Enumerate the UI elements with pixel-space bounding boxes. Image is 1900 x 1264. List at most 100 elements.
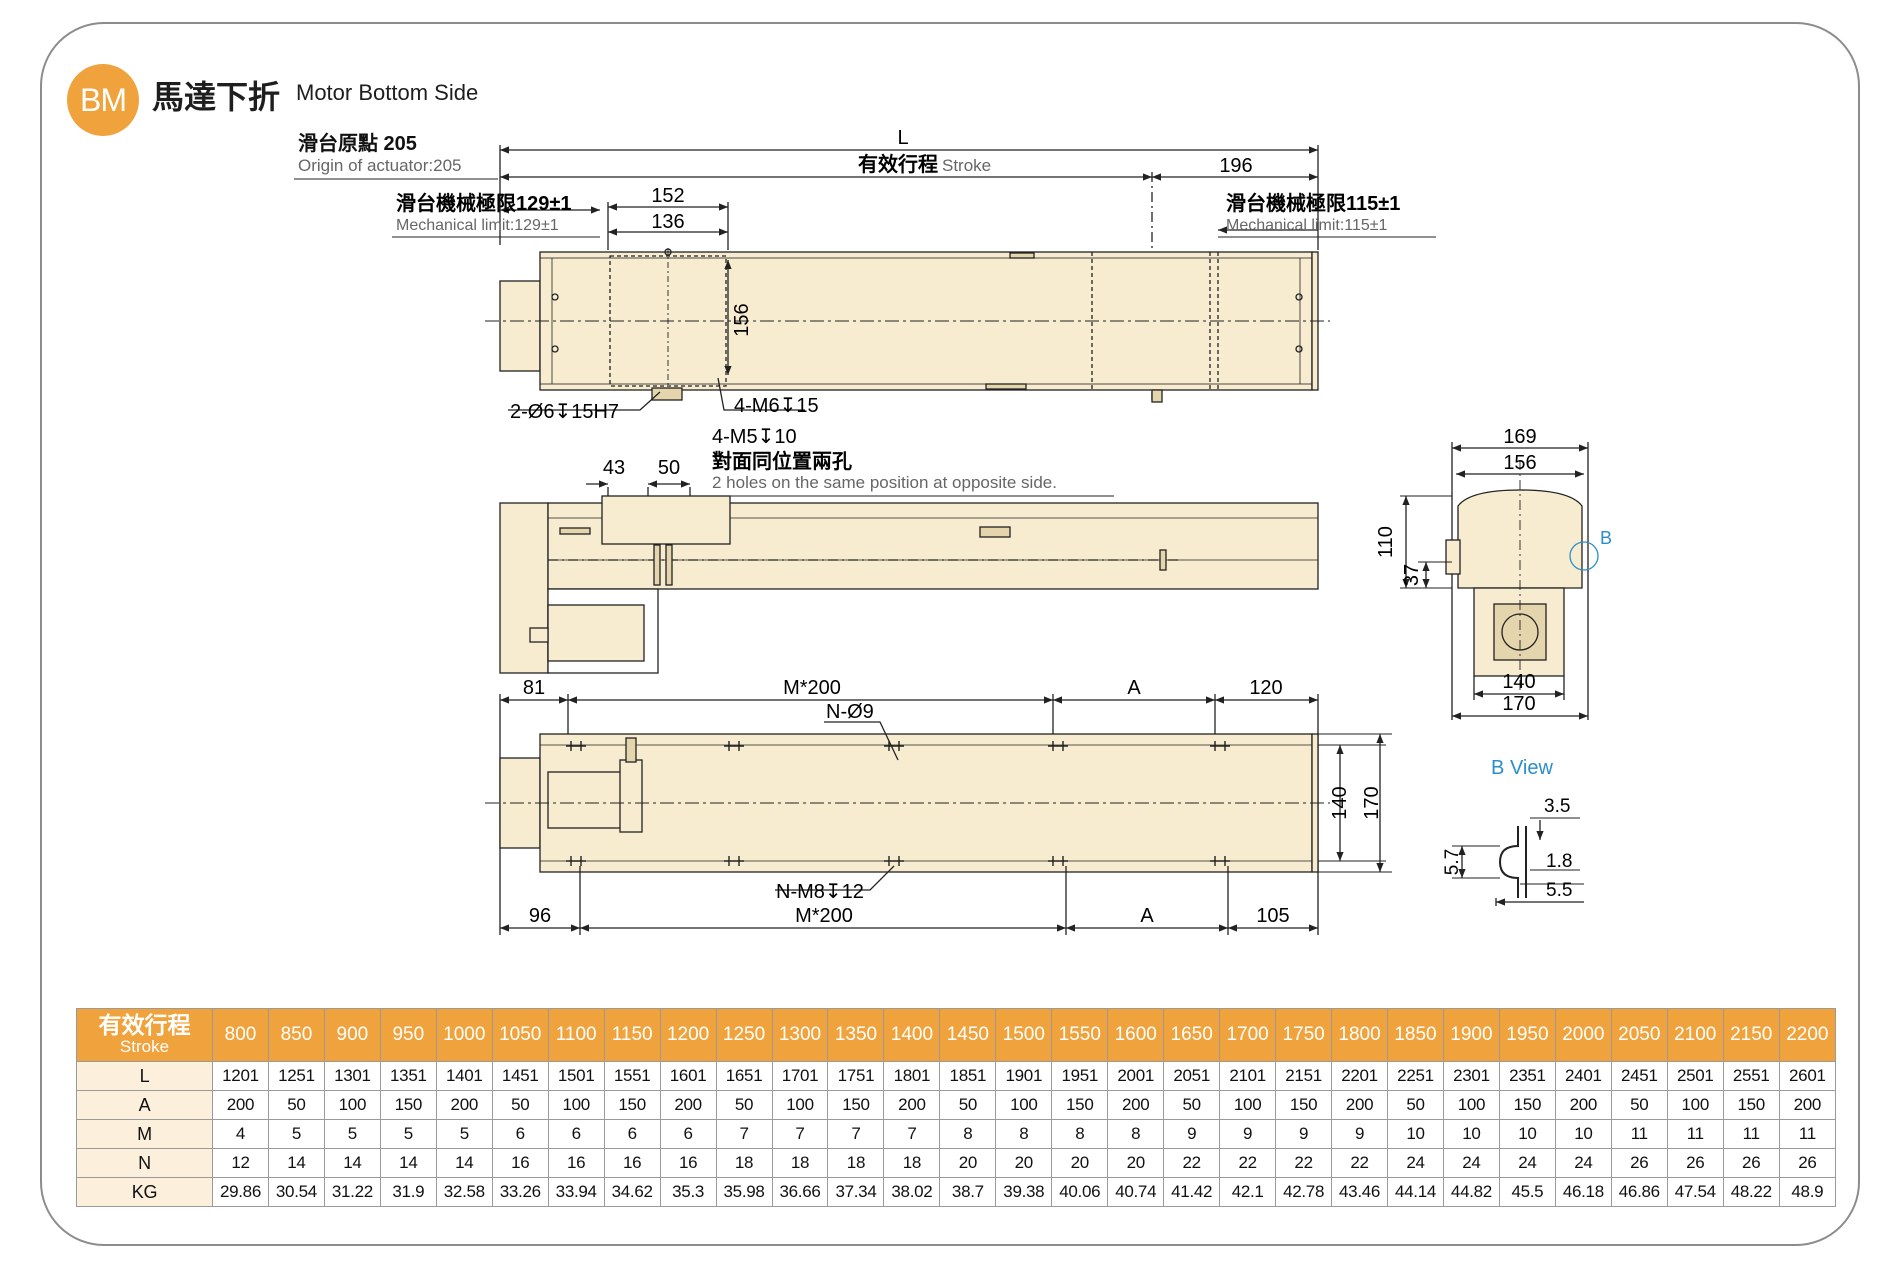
stroke-header-cell: 1050 xyxy=(491,1008,549,1062)
table-cell: 200 xyxy=(1331,1090,1389,1120)
table-cell: 7 xyxy=(827,1119,885,1149)
opposite-holes-zh: 對面同位置兩孔 xyxy=(712,449,852,473)
page-frame xyxy=(40,22,1860,1246)
table-cell: 1851 xyxy=(939,1061,997,1091)
table-cell: 26 xyxy=(1778,1148,1837,1178)
table-cell: 8 xyxy=(939,1119,997,1149)
table-cell: 2551 xyxy=(1722,1061,1780,1091)
table-cell: 150 xyxy=(603,1090,661,1120)
table-cell: 31.9 xyxy=(379,1177,437,1207)
mount-holes-top xyxy=(566,741,1230,751)
table-cell: 1451 xyxy=(491,1061,549,1091)
table-cell: 12 xyxy=(212,1148,269,1178)
table-cell: 6 xyxy=(547,1119,605,1149)
stroke-header-cell: 1750 xyxy=(1275,1008,1333,1062)
table-cell: 1551 xyxy=(603,1061,661,1091)
stroke-header-cell: 1350 xyxy=(827,1008,885,1062)
table-cell: 24 xyxy=(1554,1148,1612,1178)
table-cell: 2351 xyxy=(1498,1061,1556,1091)
stroke-header-cell: 1650 xyxy=(1163,1008,1221,1062)
table-cell: 100 xyxy=(1442,1090,1500,1120)
mech-limit-left-en: Mechanical limit:129±1 xyxy=(396,217,559,234)
table-cell: 1751 xyxy=(827,1061,885,1091)
dim-196: 196 xyxy=(1219,155,1252,177)
end-view xyxy=(1400,442,1599,720)
dim-170-end: 170 xyxy=(1502,693,1535,715)
table-cell: 1501 xyxy=(547,1061,605,1091)
origin-label-zh: 滑台原點 205 xyxy=(298,131,417,155)
row-label: N xyxy=(76,1148,213,1178)
table-cell: 200 xyxy=(1554,1090,1612,1120)
stroke-header-cell: 1600 xyxy=(1107,1008,1165,1062)
table-cell: 150 xyxy=(1498,1090,1556,1120)
technical-drawing: 滑台原點 205 Origin of actuator:205 L 有效行程 S… xyxy=(294,127,1612,935)
dim-140-bottom: 140 xyxy=(1329,786,1351,819)
table-cell: 18 xyxy=(883,1148,941,1178)
table-cell: 150 xyxy=(827,1090,885,1120)
table-cell: 1401 xyxy=(435,1061,493,1091)
row-label: KG xyxy=(76,1177,213,1207)
table-cell: 22 xyxy=(1275,1148,1333,1178)
table-cell: 100 xyxy=(771,1090,829,1120)
table-cell: 34.62 xyxy=(603,1177,661,1207)
dim-152: 152 xyxy=(651,185,684,207)
stroke-header-cell: 800 xyxy=(212,1008,269,1062)
stroke-header-cell: 1850 xyxy=(1387,1008,1444,1062)
table-cell: 1701 xyxy=(771,1061,829,1091)
stroke-header-cell: 1900 xyxy=(1442,1008,1500,1062)
table-cell: 5 xyxy=(267,1119,325,1149)
stroke-header-cell: 2200 xyxy=(1778,1008,1837,1062)
table-cell: 50 xyxy=(1387,1090,1444,1120)
table-cell: 100 xyxy=(995,1090,1053,1120)
dim-136: 136 xyxy=(651,211,684,233)
table-cell: 2451 xyxy=(1610,1061,1668,1091)
dim-169: 169 xyxy=(1503,426,1536,448)
table-cell: 150 xyxy=(1051,1090,1109,1120)
table-cell: 43.46 xyxy=(1331,1177,1389,1207)
table-cell: 24 xyxy=(1387,1148,1444,1178)
dim-37: 37 xyxy=(1401,564,1423,586)
table-cell: 22 xyxy=(1163,1148,1221,1178)
table-cell: 11 xyxy=(1666,1119,1724,1149)
table-cell: 48.9 xyxy=(1778,1177,1837,1207)
table-cell: 35.98 xyxy=(715,1177,773,1207)
stroke-header-cell: 1000 xyxy=(435,1008,493,1062)
table-cell: 200 xyxy=(659,1090,717,1120)
table-cell: 2601 xyxy=(1778,1061,1837,1091)
row-label: A xyxy=(76,1090,213,1120)
mech-limit-left-zh: 滑台機械極限129±1 xyxy=(396,191,571,215)
table-cell: 47.54 xyxy=(1666,1177,1724,1207)
top-view xyxy=(294,145,1436,411)
dim-140-end: 140 xyxy=(1502,671,1535,693)
table-cell: 7 xyxy=(715,1119,773,1149)
table-cell: 150 xyxy=(379,1090,437,1120)
table-cell: 16 xyxy=(659,1148,717,1178)
opposite-holes-en: 2 holes on the same position at opposite… xyxy=(712,473,1057,492)
corner-en: Stroke xyxy=(119,1037,170,1057)
stroke-header-cell: 2150 xyxy=(1722,1008,1780,1062)
table-cell: 22 xyxy=(1219,1148,1277,1178)
table-cell: 40.74 xyxy=(1107,1177,1165,1207)
dim-96: 96 xyxy=(529,905,551,927)
stroke-label-en: Stroke xyxy=(942,156,991,175)
table-cell: 11 xyxy=(1722,1119,1780,1149)
table-cell: 7 xyxy=(771,1119,829,1149)
table-cell: 2251 xyxy=(1387,1061,1444,1091)
side-view xyxy=(499,480,1319,674)
table-cell: 42.78 xyxy=(1275,1177,1333,1207)
stroke-label-zh: 有效行程 xyxy=(858,152,938,176)
table-cell: 5 xyxy=(323,1119,381,1149)
table-cell: 2301 xyxy=(1442,1061,1500,1091)
dim-110: 110 xyxy=(1375,526,1397,558)
table-cell: 30.54 xyxy=(267,1177,325,1207)
table-cell: 48.22 xyxy=(1722,1177,1780,1207)
table-cell: 16 xyxy=(491,1148,549,1178)
table-cell: 1651 xyxy=(715,1061,773,1091)
table-cell: 1901 xyxy=(995,1061,1053,1091)
table-cell: 50 xyxy=(491,1090,549,1120)
table-cell: 200 xyxy=(883,1090,941,1120)
table-cell: 2051 xyxy=(1163,1061,1221,1091)
table-cell: 200 xyxy=(435,1090,493,1120)
